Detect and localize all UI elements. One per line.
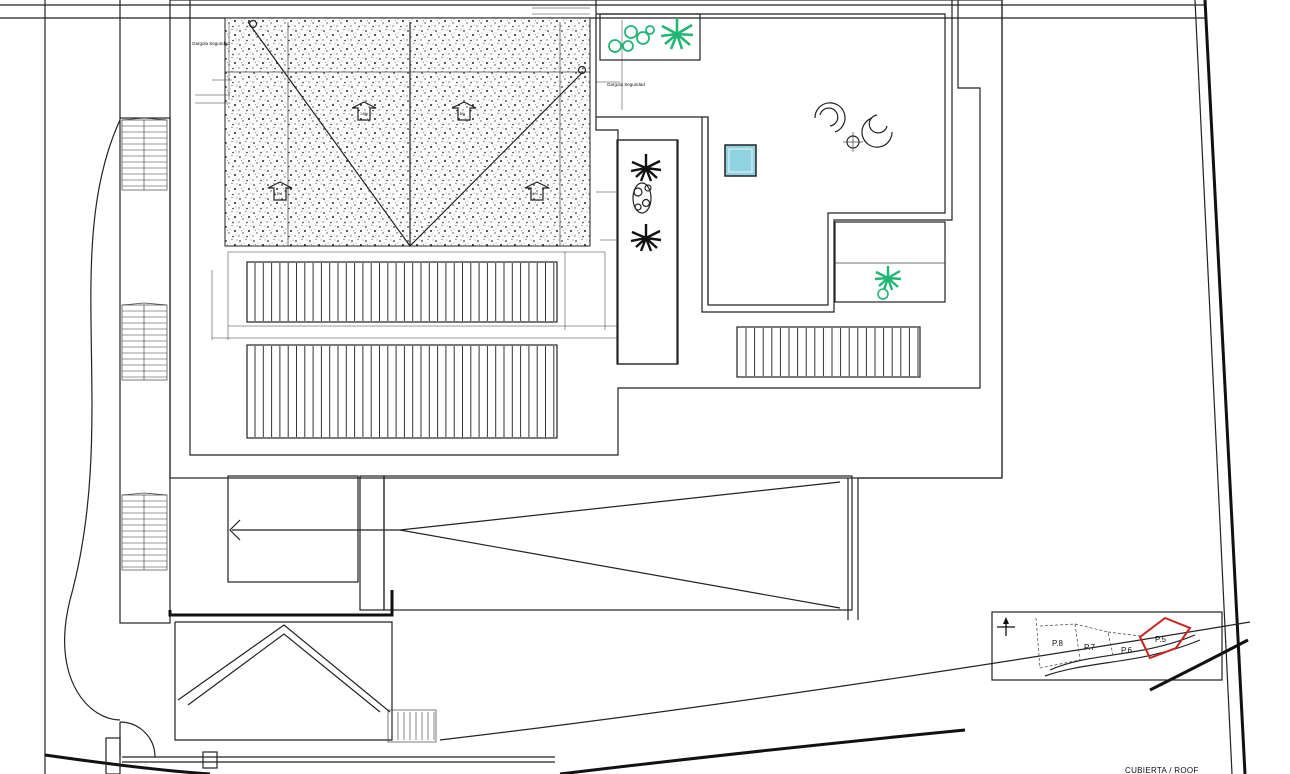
slope-arrow: 1.5%: [451, 101, 477, 121]
slope-arrows: 1.5% 1.5% 1.5% 1.5%: [267, 101, 550, 201]
site-boundary: [0, 0, 1251, 774]
palm-icon: [630, 224, 662, 252]
palm-plant-icon: [660, 18, 694, 50]
plot-label: P.7: [1084, 643, 1096, 652]
upper-terrace: [596, 0, 953, 313]
main-roof-outline: [119, 0, 1003, 479]
dimension-lines: [211, 251, 618, 340]
left-stair-strip: [119, 117, 171, 624]
slope-arrow: 1.5%: [267, 181, 293, 201]
slope-arrow: 1.5%: [351, 101, 377, 121]
svg-text:1.5%: 1.5%: [457, 112, 465, 116]
plot-label-highlighted: P.5: [1155, 635, 1167, 644]
slope-arrow: 1.5%: [524, 181, 550, 201]
top-planter: [599, 13, 701, 61]
svg-text:1.5%: 1.5%: [360, 112, 368, 116]
driveway-ramp: [168, 475, 1002, 620]
lounge-chair-icon: [814, 102, 893, 148]
solar-panels: [246, 261, 921, 439]
palm-plant-icon: [874, 266, 902, 291]
gargola-note-left: Gargola Seguridad: [192, 41, 230, 46]
plot-label: P.6: [1121, 646, 1133, 655]
planter-strip: [595, 0, 709, 365]
site-location-inset: P.8 P.7 P.6 P.5: [991, 611, 1223, 681]
svg-text:1.5%: 1.5%: [274, 192, 282, 196]
gargola-note-right: Gargola Seguridad: [607, 82, 645, 87]
north-arrow-icon: [997, 617, 1015, 636]
gravel-roof-area: [195, 7, 623, 247]
drawing-title: CUBIERTA / ROOF: [1125, 766, 1199, 774]
plot-label: P.8: [1052, 639, 1064, 648]
crosshair-icon: [843, 132, 863, 152]
shrub-icon: [632, 182, 652, 214]
svg-text:1.5%: 1.5%: [530, 192, 538, 196]
palm-icon: [630, 154, 662, 182]
entrance-pavilion: [105, 621, 555, 774]
pool: [724, 144, 757, 177]
plant-icon: [608, 25, 655, 53]
